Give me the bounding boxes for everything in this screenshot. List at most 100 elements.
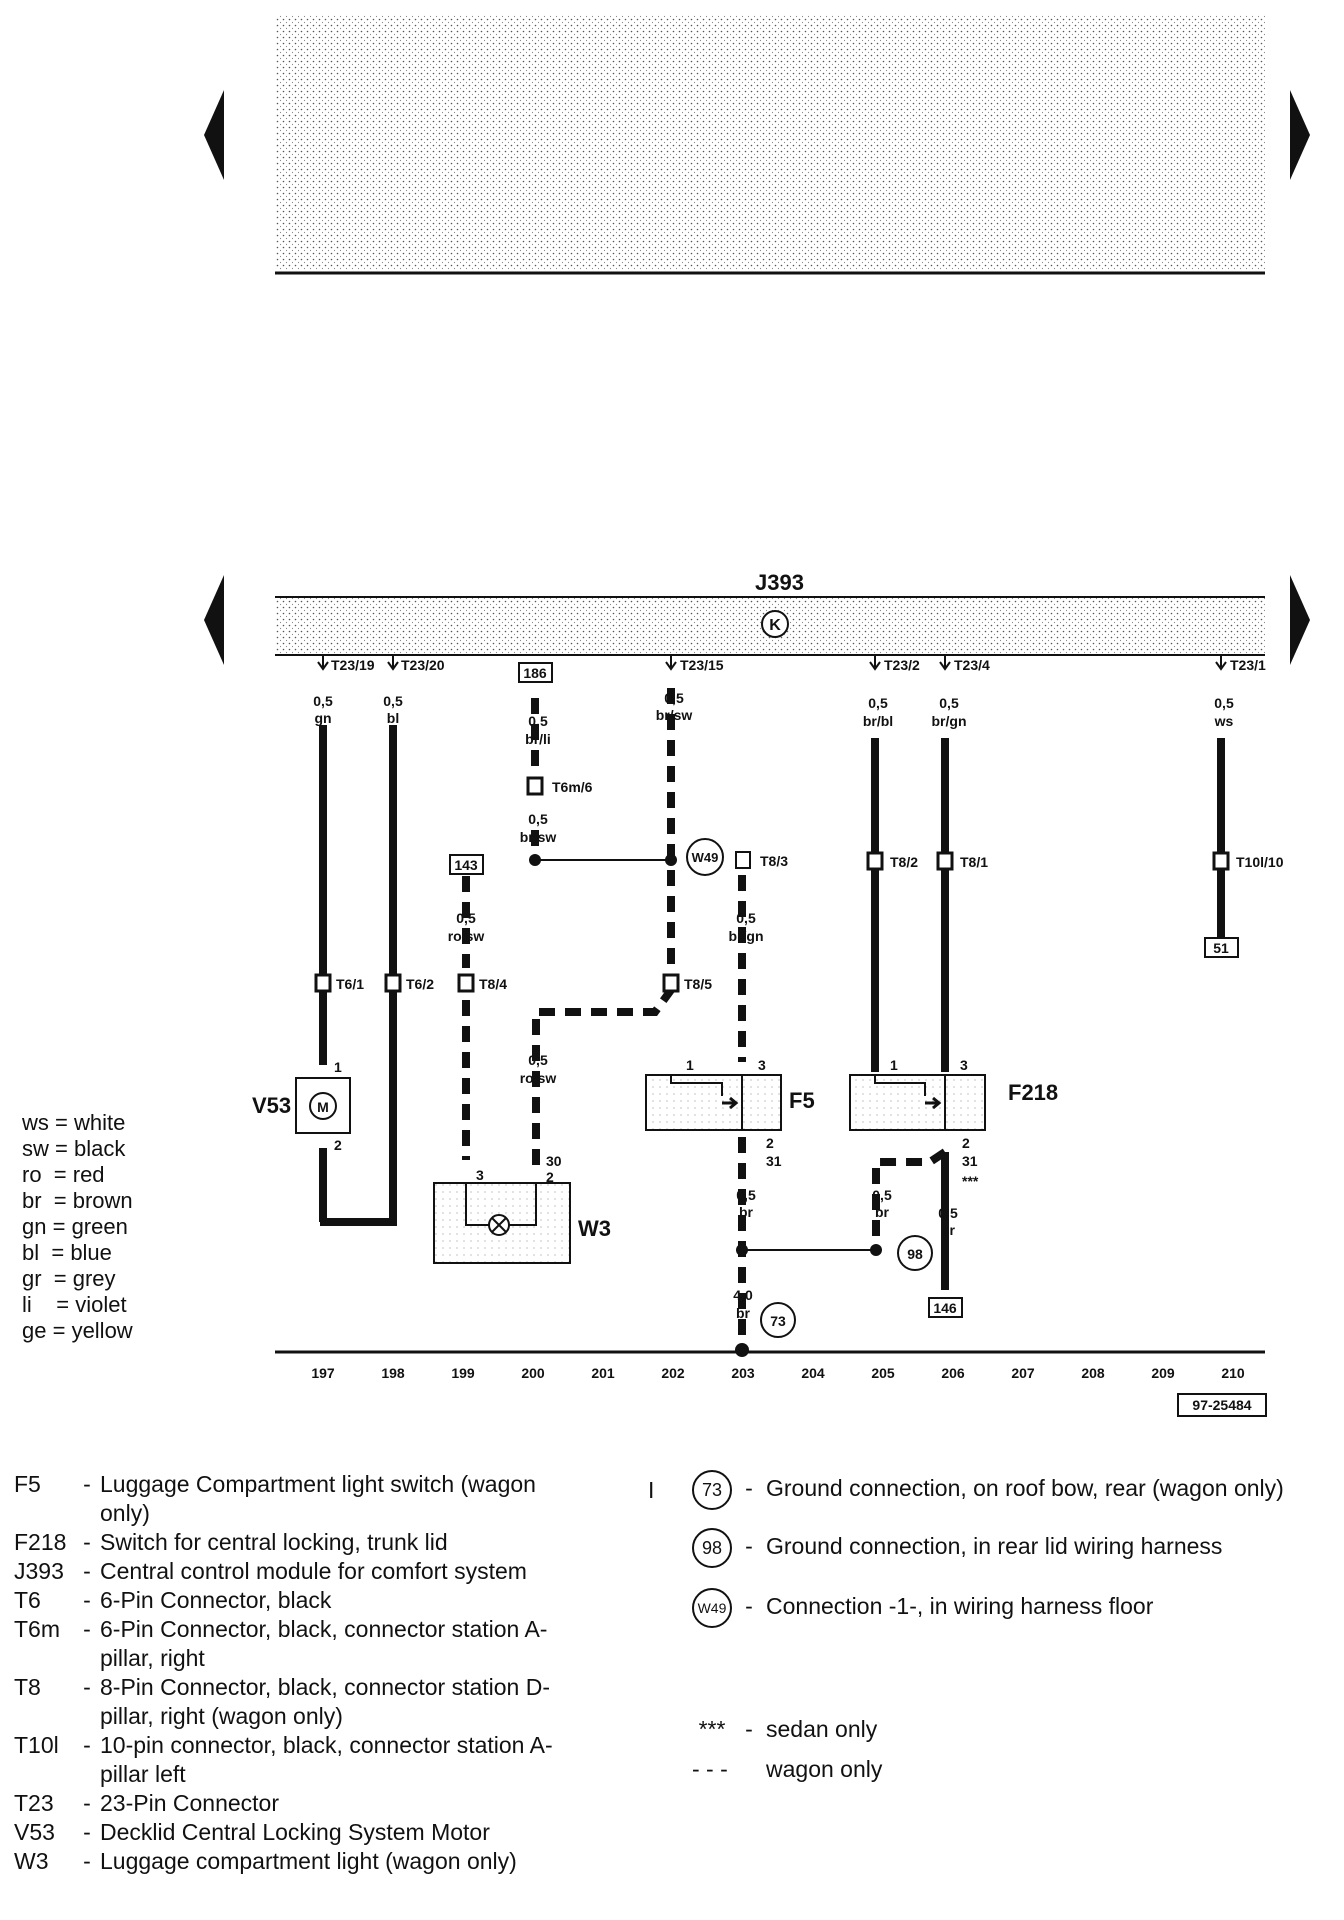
connector-t8-1: T8/1 (936, 851, 988, 871)
next-page-arrow-top[interactable] (1290, 90, 1310, 180)
j393-module: J393 K (275, 570, 1265, 656)
v53-motor: M V53 1 2 (252, 1059, 351, 1153)
svg-text:0,5: 0,5 (313, 693, 333, 709)
connection-w49-icon: W49 (692, 1588, 732, 1628)
column-number: 208 (1081, 1365, 1105, 1381)
svg-text:ro/sw: ro/sw (520, 1070, 557, 1086)
ground-legend-item: 98 -Ground connection, in rear lid wirin… (692, 1528, 1286, 1568)
svg-text:1: 1 (890, 1057, 898, 1073)
svg-text:3: 3 (476, 1167, 484, 1183)
svg-text:0,5: 0,5 (383, 693, 403, 709)
column-number: 210 (1221, 1365, 1245, 1381)
ground-legend-item: W49 -Connection -1-, in wiring harness f… (692, 1588, 1286, 1628)
column-number: 199 (451, 1365, 475, 1381)
svg-text:2: 2 (546, 1169, 554, 1185)
thin-wires (535, 859, 876, 1251)
svg-text:br: br (739, 1204, 754, 1220)
comfort-module-icon (761, 610, 789, 638)
connector-t8-2: T8/2 (866, 851, 918, 871)
svg-text:T6m/6: T6m/6 (552, 779, 593, 795)
w3-light: W3 3 30 2 (433, 1153, 611, 1264)
switch-icon (722, 1096, 739, 1110)
svg-text:V53: V53 (252, 1093, 291, 1118)
j393-label: J393 (755, 570, 804, 595)
stray-mark: I (648, 1477, 655, 1503)
svg-text:T8/1: T8/1 (960, 854, 988, 870)
w49-connection: W49 (686, 838, 724, 876)
svg-text:0,5: 0,5 (868, 695, 888, 711)
color-code-row: br = brown (22, 1188, 133, 1213)
svg-text:30: 30 (546, 1153, 562, 1169)
dashed-wires (462, 688, 948, 1350)
svg-text:0,5: 0,5 (528, 811, 548, 827)
svg-text:br/bl: br/bl (863, 713, 893, 729)
svg-text:K: K (769, 617, 781, 634)
wire-color-key: ws = white sw = black ro = red br = brow… (22, 1110, 133, 1344)
prev-page-arrow-top[interactable] (204, 90, 224, 180)
motor-icon (309, 1092, 337, 1120)
svg-text:0,5: 0,5 (939, 695, 959, 711)
svg-text:br: br (875, 1204, 890, 1220)
next-page-arrow-bottom[interactable] (1290, 575, 1310, 665)
svg-text:T6/1: T6/1 (336, 976, 364, 992)
svg-text:4,0: 4,0 (733, 1287, 753, 1303)
svg-text:T23/1: T23/1 (1230, 657, 1266, 673)
drawing-number: 97-25484 (1177, 1393, 1267, 1417)
svg-text:br: br (941, 1222, 956, 1238)
color-code-row: sw = black (22, 1136, 126, 1161)
column-number: 205 (871, 1365, 895, 1381)
legend-item: T23-23-Pin Connector (14, 1790, 279, 1816)
svg-text:1: 1 (334, 1059, 342, 1075)
legend-item: T6-6-Pin Connector, black (14, 1587, 332, 1613)
column-number: 202 (661, 1365, 685, 1381)
svg-text:0,5: 0,5 (1214, 695, 1234, 711)
svg-text:31: 31 (962, 1153, 978, 1169)
svg-text:W49: W49 (692, 850, 719, 865)
legend-item: F5-Luggage Compartment light switch (wag… (14, 1471, 536, 1526)
svg-text:br/sw: br/sw (656, 707, 693, 723)
svg-text:0,5: 0,5 (736, 1187, 756, 1203)
component-legend: F5-Luggage Compartment light switch (wag… (14, 1470, 580, 1876)
svg-text:T8/3: T8/3 (760, 853, 788, 869)
legend-item: F218-Switch for central locking, trunk l… (14, 1529, 448, 1555)
legend-item: J393-Central control module for comfort … (14, 1558, 527, 1584)
legend-item: W3-Luggage compartment light (wagon only… (14, 1848, 517, 1874)
legend-item: T6m-6-Pin Connector, black, connector st… (14, 1616, 548, 1671)
legend-item: T10l-10-pin connector, black, connector … (14, 1732, 553, 1787)
solid-wires (319, 725, 1225, 1290)
t23-pins: T23/19 T23/20 T23/15 T23/2 T23/4 T23/1 (317, 655, 1266, 673)
note-sedan-only: *** -sedan only (698, 1716, 878, 1742)
column-number: 206 (941, 1365, 965, 1381)
color-code-row: bl = blue (22, 1240, 112, 1265)
svg-text:ws: ws (1214, 713, 1234, 729)
f218-switch: F218 1 3 2 31 *** (849, 1057, 1058, 1189)
reference-boxes: 186 143 51 146 (449, 662, 1239, 1318)
prev-page-arrow-bottom[interactable] (204, 575, 224, 665)
svg-text:T10l/10: T10l/10 (1236, 854, 1284, 870)
svg-text:br/gn: br/gn (729, 928, 764, 944)
connector-t8-3: T8/3 (735, 851, 788, 869)
svg-text:143: 143 (454, 857, 478, 873)
svg-text:bl: bl (387, 710, 399, 726)
connector-symbols: T6m/6 T8/3 T8/2 T8/1 T10l/10 T6/1 T6/2 (314, 776, 1284, 993)
svg-text:2: 2 (766, 1135, 774, 1151)
color-code-row: ws = white (22, 1110, 126, 1135)
column-number: 197 (311, 1365, 335, 1381)
svg-text:146: 146 (933, 1300, 957, 1316)
ground-98: 98 (897, 1235, 933, 1271)
junctions (529, 854, 882, 1357)
column-number: 207 (1011, 1365, 1035, 1381)
svg-text:0,5: 0,5 (872, 1187, 892, 1203)
connector-t6-1: T6/1 (314, 973, 364, 993)
ground-legend: I 73 -Ground connection, on roof bow, re… (648, 1470, 1328, 1782)
top-module-block (275, 15, 1265, 275)
wire-labels: 0,5 gn 0,5 bl 0,5 br/li 0,5 br/sw 0,5 ro… (313, 690, 1234, 1321)
column-number: 198 (381, 1365, 405, 1381)
svg-text:0,5: 0,5 (456, 910, 476, 926)
connector-t10l-10: T10l/10 (1212, 851, 1284, 871)
svg-text:F218: F218 (1008, 1080, 1058, 1105)
ground-73-icon: 73 (692, 1470, 732, 1510)
connector-t6-2: T6/2 (384, 973, 434, 993)
